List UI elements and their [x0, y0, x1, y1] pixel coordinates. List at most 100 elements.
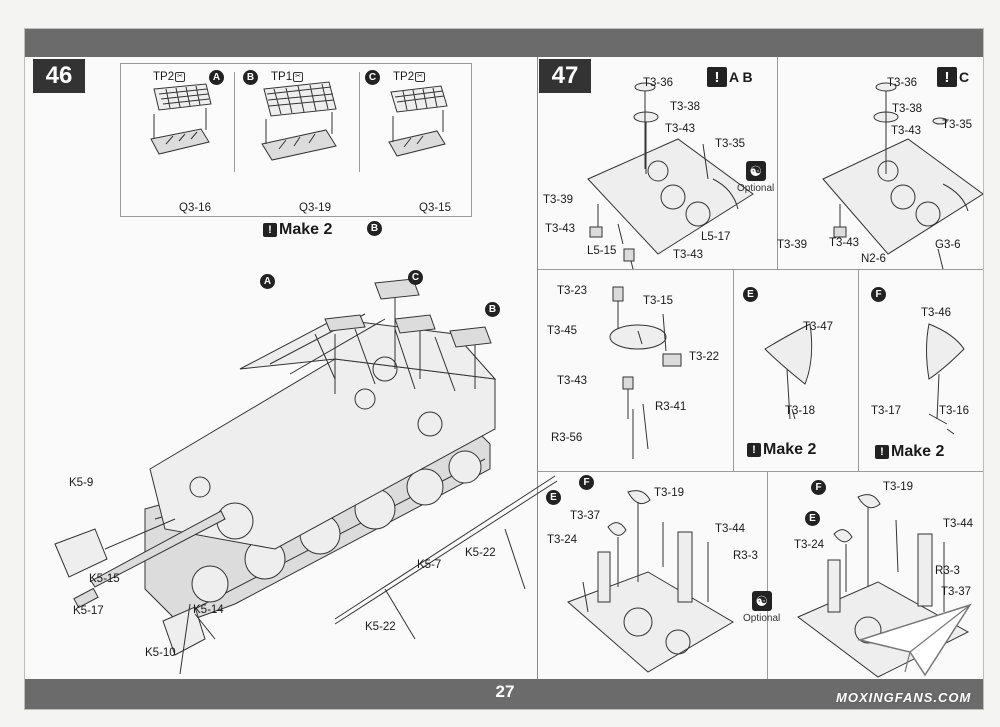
c-t3-35: T3-35	[942, 119, 973, 131]
tank-illustration	[54, 278, 558, 675]
panel-c-tag: !C	[937, 67, 969, 87]
br-t3-19: T3-19	[883, 481, 914, 493]
make-two-note: !Make 2	[263, 221, 332, 239]
ab-t3-35: T3-35	[715, 138, 746, 150]
step-47-number: 47	[539, 59, 591, 93]
warning-icon: !	[937, 67, 957, 87]
ab-t3-36: T3-36	[643, 77, 674, 89]
ab-t3-39: T3-39	[543, 194, 574, 206]
bottom-band	[25, 679, 983, 709]
callout-c: C	[408, 270, 423, 285]
callout-b-right: B	[485, 302, 500, 317]
optional-note-bottom: ☯ Optional	[743, 591, 781, 624]
variant-c-part: Q3-15	[419, 202, 451, 214]
ab-t3-43-top: T3-43	[665, 123, 696, 135]
panel-e-make: !Make 2	[747, 441, 816, 459]
paper-plane-logo	[857, 603, 972, 677]
variant-b-marker: B	[243, 70, 258, 85]
c-g3-6: G3-6	[935, 239, 961, 251]
bl-marker-f: F	[579, 475, 594, 490]
ab-t3-43-bottom: T3-43	[673, 249, 704, 261]
variant-c-illustration	[388, 85, 448, 157]
bl-marker-e: E	[546, 490, 561, 505]
variant-a-part: Q3-16	[179, 202, 211, 214]
panel-e-illustration	[764, 323, 813, 420]
turret-parts-illustration	[609, 286, 682, 459]
bl-t3-37: T3-37	[570, 510, 601, 522]
mid-t3-22: T3-22	[689, 351, 720, 363]
panel-ab-tag: !A B	[707, 67, 753, 87]
c-t3-39: T3-39	[777, 239, 808, 251]
variant-b-part: Q3-19	[299, 202, 331, 214]
part-k5-10: K5-10	[145, 647, 176, 659]
c-t3-43-top: T3-43	[891, 125, 922, 137]
mid-t3-15: T3-15	[643, 295, 674, 307]
panel-ab-illustration	[587, 82, 754, 270]
c-n2-6: N2-6	[861, 253, 886, 265]
bl-t3-19: T3-19	[654, 487, 685, 499]
variant-c-marker: C	[365, 70, 380, 85]
br-t3-44: T3-44	[943, 518, 974, 530]
warning-icon: !	[263, 223, 277, 237]
step-46-number: 46	[33, 59, 85, 93]
variant-a-illustration	[150, 83, 212, 155]
warning-icon: !	[875, 445, 889, 459]
callout-b-top: B	[367, 221, 382, 236]
page-spine	[537, 57, 538, 679]
page-number: 27	[495, 682, 515, 701]
bl-r3-3: R3-3	[733, 550, 758, 562]
part-k5-7: K5-7	[417, 559, 442, 571]
panel-c-illustration	[822, 82, 983, 270]
ab-l5-15: L5-15	[587, 245, 617, 257]
mid-t3-23: T3-23	[557, 285, 588, 297]
yin-yang-icon: ☯	[745, 161, 766, 181]
mid-t3-45: T3-45	[547, 325, 578, 337]
br-marker-e: E	[805, 511, 820, 526]
variant-c-top-label: TP2✂	[393, 71, 426, 83]
ab-t3-38: T3-38	[670, 101, 701, 113]
c-t3-36: T3-36	[887, 77, 918, 89]
part-k5-9: K5-9	[69, 477, 94, 489]
callout-a: A	[260, 274, 275, 289]
panel-e-marker: E	[743, 287, 758, 302]
e-t3-18: T3-18	[785, 405, 816, 417]
part-k5-14: K5-14	[193, 604, 224, 616]
top-band	[25, 29, 983, 57]
e-t3-47: T3-47	[803, 321, 834, 333]
warning-icon: !	[707, 67, 727, 87]
photo-etch-icon: ✂	[415, 72, 426, 82]
mid-r3-41: R3-41	[655, 401, 687, 413]
panel-f-marker: F	[871, 287, 886, 302]
f-t3-46: T3-46	[921, 307, 952, 319]
ab-t3-43-left: T3-43	[545, 223, 576, 235]
part-k5-15: K5-15	[89, 573, 120, 585]
ab-l5-17: L5-17	[701, 231, 731, 243]
optional-note-top: ☯ Optional	[737, 161, 775, 194]
part-k5-22-right: K5-22	[465, 547, 496, 559]
f-t3-16: T3-16	[939, 405, 970, 417]
instruction-page: 46 TP2✂ A Q3-16 B TP1✂ Q3-19 C TP2✂	[24, 28, 984, 710]
variant-a-marker: A	[209, 70, 224, 85]
mid-t3-43: T3-43	[557, 375, 588, 387]
watermark: MOXINGFANS.COM	[836, 690, 972, 705]
bl-t3-24: T3-24	[547, 534, 578, 546]
br-marker-f: F	[811, 480, 826, 495]
c-t3-38: T3-38	[892, 103, 923, 115]
f-t3-17: T3-17	[871, 405, 902, 417]
yin-yang-icon: ☯	[751, 591, 772, 611]
bl-t3-44: T3-44	[715, 523, 746, 535]
panel-f-make: !Make 2	[875, 443, 944, 461]
part-k5-17: K5-17	[73, 605, 104, 617]
variant-b-illustration	[261, 81, 337, 161]
panel-f-illustration	[926, 323, 965, 435]
part-k5-22-bottom: K5-22	[365, 621, 396, 633]
br-t3-37: T3-37	[941, 586, 972, 598]
mid-r3-56: R3-56	[551, 432, 583, 444]
br-r3-3: R3-3	[935, 565, 960, 577]
variant-b-top-label: TP1✂	[271, 71, 304, 83]
photo-etch-icon: ✂	[175, 72, 186, 82]
photo-etch-icon: ✂	[293, 72, 304, 82]
warning-icon: !	[747, 443, 761, 457]
variant-a-top-label: TP2✂	[153, 71, 186, 83]
c-t3-43-bottom: T3-43	[829, 237, 860, 249]
